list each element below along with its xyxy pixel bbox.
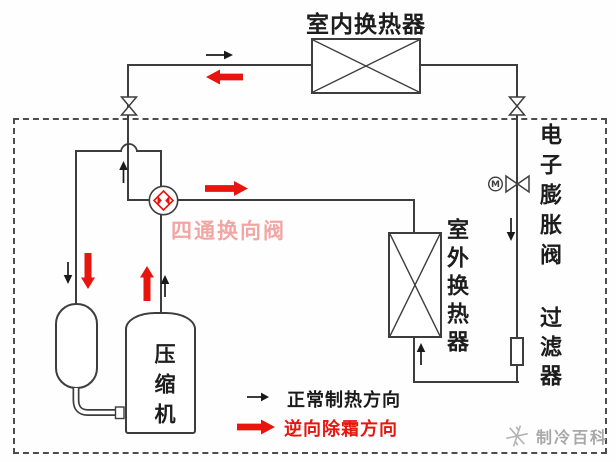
pipe-suction-horizontal-2 bbox=[136, 150, 162, 152]
indoor-hx-cross bbox=[313, 40, 419, 92]
outdoor-unit-dashed-border bbox=[13, 118, 607, 454]
filter-drier bbox=[510, 337, 524, 366]
legend-normal-heating-text: 正常制热方向 bbox=[287, 390, 401, 411]
pipe-fourway-right bbox=[177, 199, 415, 201]
compressor-shell bbox=[125, 312, 196, 434]
legend-reverse-defrost-text: 逆向除霜方向 bbox=[284, 419, 398, 440]
snowflake-icon bbox=[506, 425, 528, 447]
pipe-bottom-horizontal bbox=[413, 381, 519, 383]
black-arrow-top-right bbox=[206, 50, 233, 60]
brand-watermark: 制冷百科 bbox=[502, 421, 608, 451]
outdoor-hx-cross bbox=[390, 234, 440, 336]
pipe-suction-vertical bbox=[75, 150, 77, 304]
pipe-outdoorhx-bottom bbox=[413, 337, 415, 383]
compressor-label: 压缩机 bbox=[152, 343, 177, 433]
pipe-left-elbow bbox=[127, 199, 150, 201]
accumulator-tank bbox=[55, 303, 98, 389]
four-way-valve-label: 四通换向阀 bbox=[171, 218, 286, 243]
pipe-discharge-vertical bbox=[160, 214, 162, 314]
red-arrow-top-left bbox=[206, 69, 243, 85]
outdoor-heat-exchanger bbox=[388, 232, 442, 338]
pipe-suction-horizontal-1 bbox=[75, 150, 122, 152]
expansion-valve-label: 电子膨胀阀 bbox=[536, 123, 562, 273]
pipe-right-vertical bbox=[516, 64, 518, 383]
indoor-hx-label: 室内换热器 bbox=[306, 11, 426, 38]
indoor-heat-exchanger bbox=[311, 38, 421, 94]
outdoor-hx-label: 室外换热器 bbox=[443, 218, 469, 358]
shutoff-valve-left bbox=[119, 96, 139, 116]
pipe-fourway-top bbox=[160, 150, 162, 187]
brand-watermark-text: 制冷百科 bbox=[536, 428, 609, 447]
filter-label: 过滤器 bbox=[536, 306, 562, 393]
pipe-outdoorhx-top bbox=[413, 199, 415, 234]
pipe-left-vertical bbox=[127, 64, 129, 201]
